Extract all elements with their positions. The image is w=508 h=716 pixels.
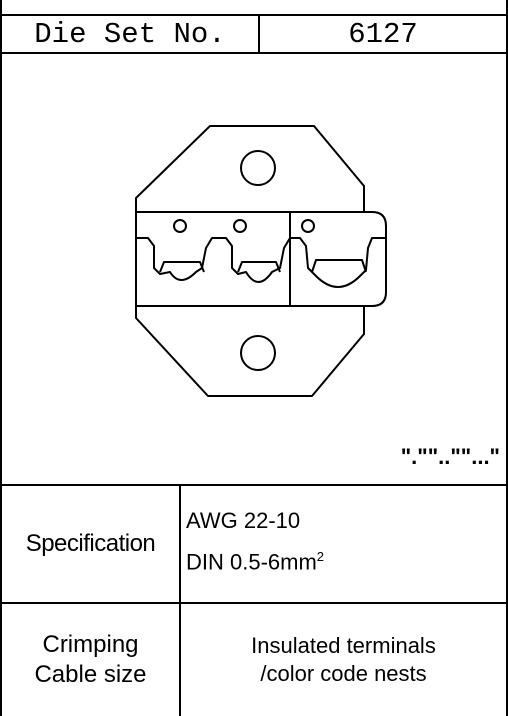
header-rule <box>0 52 508 54</box>
nest-block <box>135 211 387 307</box>
die-set-number: 6127 <box>348 17 418 51</box>
die-profile-drawing <box>135 125 387 397</box>
crimping-label-line2: Cable size <box>34 661 147 688</box>
nest-hole-2-icon <box>233 219 247 233</box>
header-divider <box>258 14 260 54</box>
nest-hole-3-icon <box>301 219 315 233</box>
crimping-value-line1: Insulated terminals <box>251 633 436 658</box>
upper-mounting-hole-icon <box>240 150 276 186</box>
crimping-value-line2: /color code nests <box>260 661 427 686</box>
profile-marks: ".""..""..." <box>400 444 500 469</box>
specification-label: Specification <box>25 530 156 557</box>
drawing-rule <box>0 484 508 486</box>
awg-range: AWG 22-10 <box>186 508 301 533</box>
nest-hole-1-icon <box>173 219 187 233</box>
din-range: DIN 0.5-6mm2 <box>186 540 324 579</box>
lower-mounting-hole-icon <box>240 335 276 371</box>
die-set-label: Die Set No. <box>34 17 226 51</box>
crimping-label-line1: Crimping <box>42 631 139 658</box>
left-border <box>0 0 2 716</box>
upper-die-outline <box>135 125 365 213</box>
spec-divider <box>179 486 181 716</box>
lower-die-outline <box>135 305 365 397</box>
din-range-superscript: 2 <box>316 549 325 564</box>
crimping-value: Insulated terminals /color code nests <box>181 604 506 716</box>
crimping-label: Crimping Cable size <box>2 604 179 716</box>
din-range-text: DIN 0.5-6mm <box>186 549 317 575</box>
crimp-profile <box>136 237 386 288</box>
spec-rule <box>0 602 508 604</box>
right-border <box>506 0 508 716</box>
top-rule <box>0 14 508 16</box>
